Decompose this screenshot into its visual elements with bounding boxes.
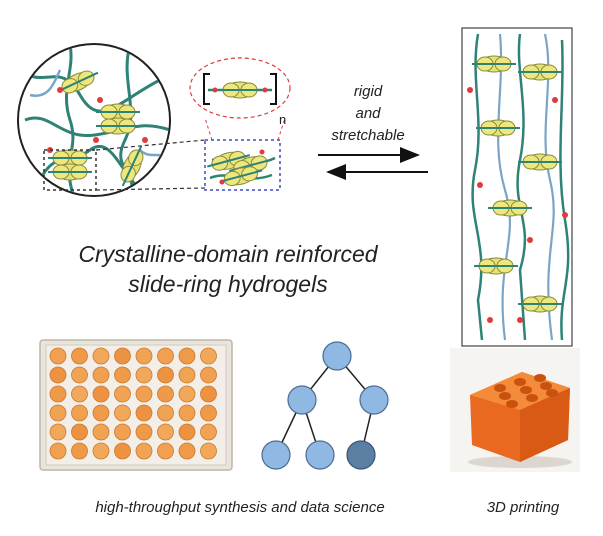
plate-well xyxy=(49,442,67,460)
tree-leaf-node-highlighted xyxy=(346,440,376,470)
plate-well xyxy=(71,423,88,441)
plate-well xyxy=(200,347,217,365)
plate-well xyxy=(92,366,110,384)
plate-well xyxy=(92,442,110,460)
plate-well xyxy=(200,442,217,460)
plate-well xyxy=(178,404,196,422)
plate-well xyxy=(200,366,217,384)
data-science-tree xyxy=(261,341,389,470)
plate-well xyxy=(135,347,153,365)
network-magnified-circle xyxy=(17,43,171,197)
printed-grid-holes xyxy=(494,374,558,408)
plate-well xyxy=(114,404,131,422)
crystalline-domain-box xyxy=(204,139,281,191)
plate-well xyxy=(157,347,174,365)
tree-leaf-node xyxy=(261,440,291,470)
plate-well xyxy=(157,404,174,422)
plate-well xyxy=(49,347,67,365)
tree-node xyxy=(359,385,389,415)
arrow-label-rigid: rigid xyxy=(354,83,383,100)
transition-arrows: rigid and stretchable xyxy=(318,83,428,180)
plate-well xyxy=(178,423,196,441)
plate-well xyxy=(71,404,88,422)
plate-well xyxy=(114,423,131,441)
plate-well xyxy=(92,404,110,422)
network-chains xyxy=(19,45,169,195)
plate-well xyxy=(114,366,131,384)
tree-node xyxy=(287,385,317,415)
tree-leaf-node xyxy=(305,440,335,470)
plate-well xyxy=(157,423,174,441)
plate-well xyxy=(49,385,67,403)
plate-well xyxy=(200,423,217,441)
arrow-label-and: and xyxy=(355,105,381,122)
plate-well xyxy=(71,366,88,384)
plate-well xyxy=(92,423,110,441)
caption-high-throughput: high-throughput synthesis and data scien… xyxy=(95,499,384,516)
caption-3d-printing: 3D printing xyxy=(487,499,560,516)
plate-well xyxy=(114,347,131,365)
plate-well xyxy=(178,385,196,403)
plate-well xyxy=(71,347,88,365)
plate-well xyxy=(71,385,88,403)
plate-well xyxy=(178,347,196,365)
well-grid xyxy=(49,347,217,460)
figure-title: Crystalline-domain reinforced slide-ring… xyxy=(78,241,378,297)
tree-root-node xyxy=(322,341,352,371)
plate-well xyxy=(71,442,88,460)
stretched-network-panel xyxy=(461,27,573,347)
plate-well xyxy=(49,404,67,422)
plate-well xyxy=(135,404,153,422)
well-plate-photo xyxy=(39,339,233,471)
plate-well xyxy=(114,385,131,403)
plate-well xyxy=(135,442,153,460)
plate-well xyxy=(92,347,110,365)
plate-well xyxy=(135,423,153,441)
repeat-subscript: n xyxy=(279,112,286,127)
plate-well xyxy=(157,366,174,384)
title-line-1: Crystalline-domain reinforced xyxy=(78,241,378,267)
plate-well xyxy=(49,366,67,384)
zoom-connectors xyxy=(95,117,286,191)
3d-printed-object-photo xyxy=(450,348,580,472)
repeat-unit-ellipse: n xyxy=(189,57,291,127)
plate-well xyxy=(200,404,217,422)
plate-well xyxy=(200,385,217,403)
plate-well xyxy=(114,442,131,460)
plate-well xyxy=(135,366,153,384)
plate-well xyxy=(92,385,110,403)
plate-well xyxy=(178,442,196,460)
plate-well xyxy=(135,385,153,403)
plate-well xyxy=(178,366,196,384)
plate-well xyxy=(157,442,174,460)
title-line-2: slide-ring hydrogels xyxy=(128,271,328,297)
plate-well xyxy=(157,385,174,403)
arrow-label-stretchable: stretchable xyxy=(331,127,404,144)
plate-well xyxy=(49,423,67,441)
